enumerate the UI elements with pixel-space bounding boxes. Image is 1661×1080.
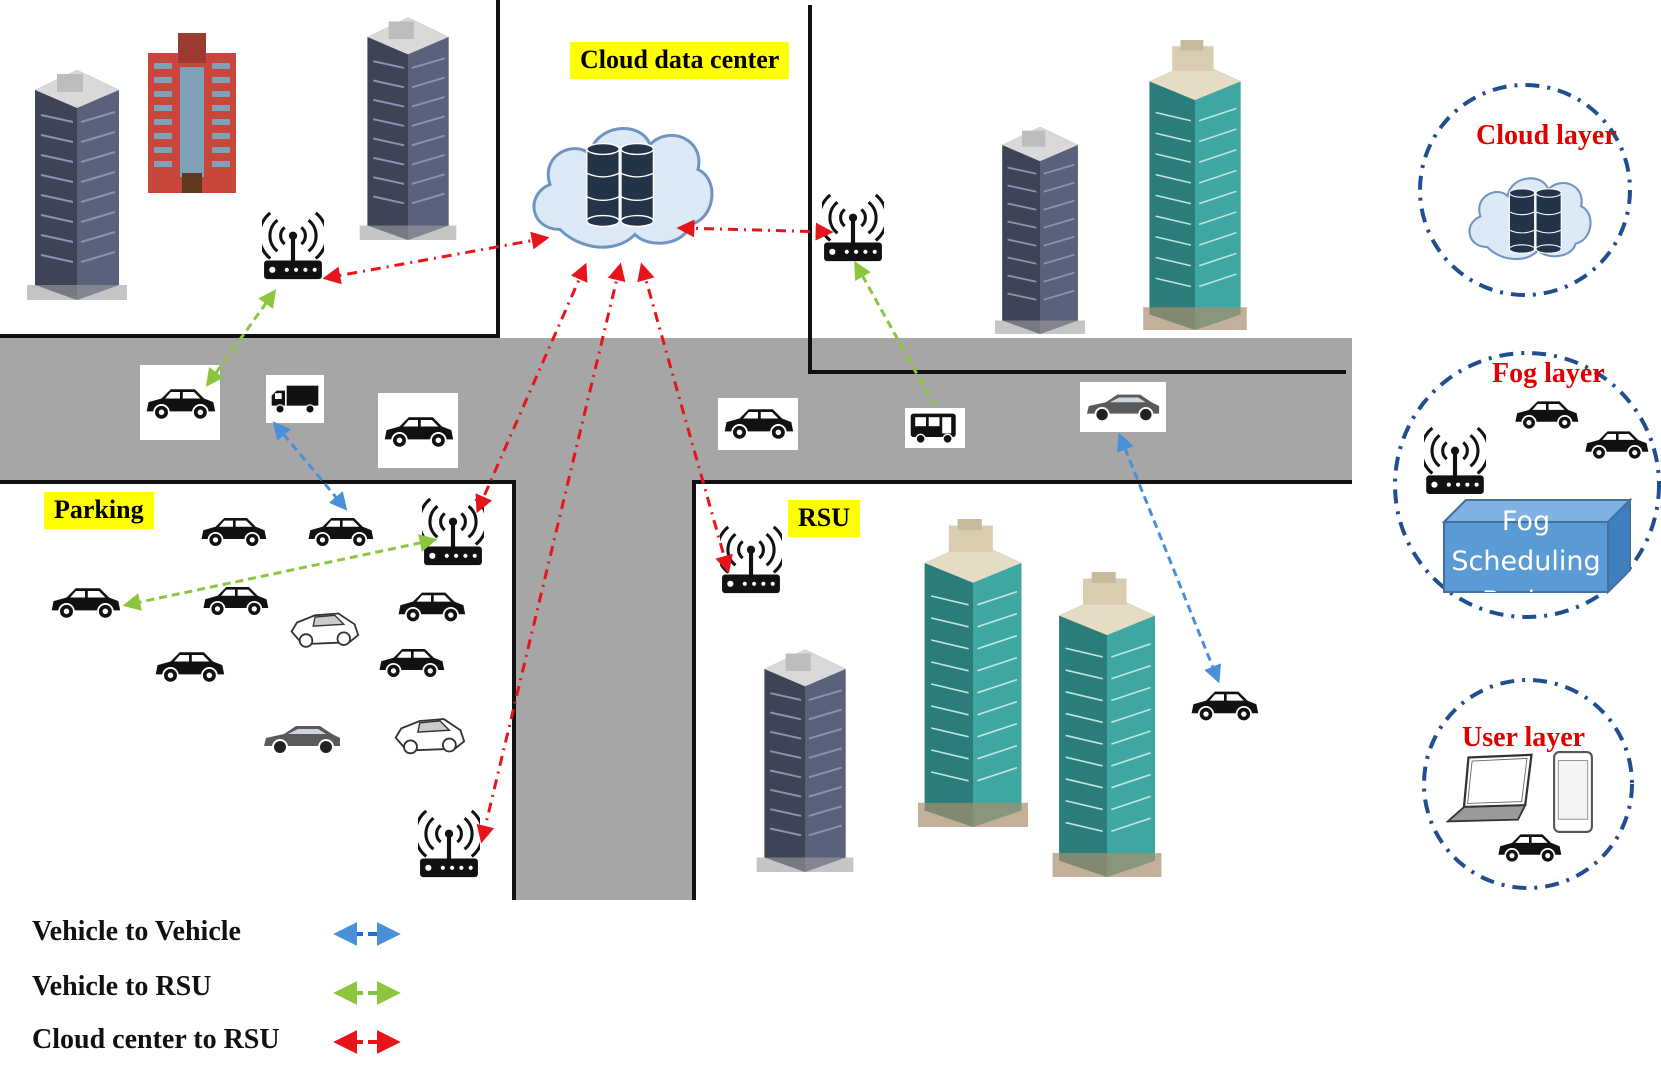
car-icon — [378, 647, 446, 679]
car-icon — [1584, 430, 1650, 461]
building-icon — [1142, 40, 1248, 330]
legend-v2rsu-label: Vehicle to RSU — [32, 971, 212, 1002]
road-vehicles — [140, 365, 1166, 468]
car-icon — [1497, 833, 1563, 864]
building-icon — [755, 648, 855, 872]
user-layer-title: User layer — [1462, 722, 1586, 753]
rsu-icon — [822, 193, 884, 263]
building-icon — [148, 33, 236, 193]
fog-layer-title: Fog layer — [1492, 358, 1605, 389]
vehicle-rsu-links — [122, 260, 936, 611]
fog-box-line: Broker — [1444, 582, 1608, 592]
building-icon — [918, 518, 1028, 828]
v2v-links — [272, 421, 1221, 684]
building-icon — [995, 126, 1085, 335]
car-icon — [397, 591, 467, 624]
legend-v2v-label: Vehicle to Vehicle — [32, 916, 241, 947]
legend-arrows — [333, 922, 401, 1054]
legend-cloud-rsu-label: Cloud center to RSU — [32, 1024, 280, 1055]
rsu-icon — [422, 497, 484, 567]
car-icon — [202, 585, 270, 617]
car-icon — [307, 517, 375, 548]
car-icon — [1190, 690, 1260, 723]
car-icon — [154, 651, 226, 684]
cloud-rsu-links — [322, 219, 834, 844]
user-layer-panel — [1422, 678, 1634, 890]
fog-scheduling-broker: Fog Scheduling Broker — [1444, 502, 1608, 592]
building-icon — [1052, 572, 1162, 877]
fog-box-line: Scheduling — [1451, 546, 1601, 577]
car-icon — [200, 517, 268, 548]
cloud-data-center-label: Cloud data center — [570, 42, 790, 79]
cloud-layer-panel — [1418, 83, 1632, 297]
car-icon — [394, 718, 466, 755]
car-icon — [1514, 400, 1580, 431]
rsu-label: RSU — [788, 500, 861, 537]
rsu-icon — [262, 211, 324, 281]
car-icon — [50, 587, 122, 620]
car-icon — [290, 612, 360, 648]
rsu-icon — [720, 525, 782, 595]
car-icon — [263, 725, 341, 755]
laptop-icon — [1446, 753, 1533, 823]
rsu-icon — [418, 809, 480, 879]
fog-box-line: Fog — [1501, 506, 1551, 537]
rsu-icon — [1424, 426, 1486, 496]
cloud-layer-title: Cloud layer — [1476, 120, 1617, 151]
fog-layer-panel — [1393, 351, 1661, 619]
building-icon — [25, 68, 129, 300]
parking-label: Parking — [44, 492, 154, 529]
building-icon — [358, 16, 458, 240]
smartphone-icon — [1553, 751, 1593, 833]
